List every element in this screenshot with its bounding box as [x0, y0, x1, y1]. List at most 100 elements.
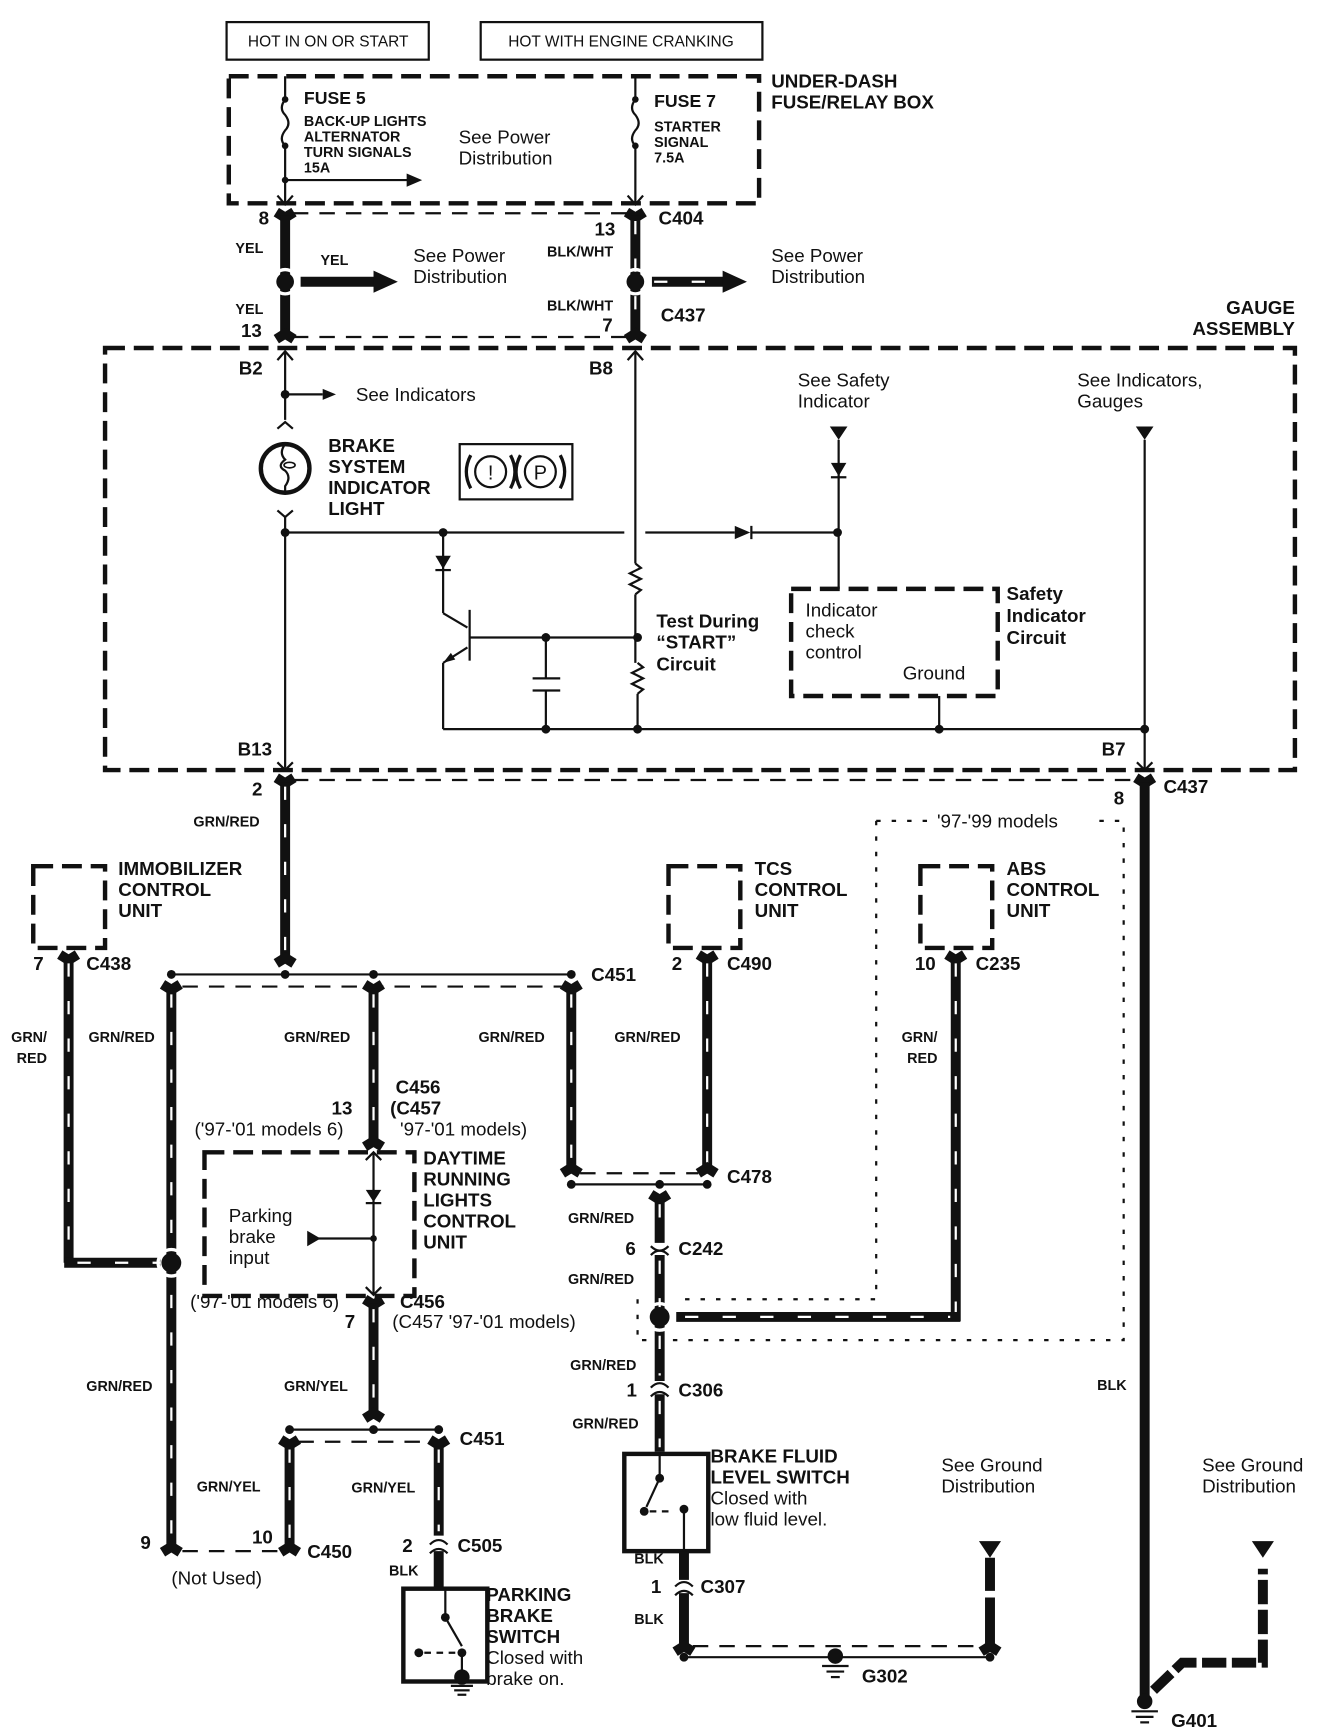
diagram-label: BLK/WHT [547, 244, 613, 260]
diagram-label: C235 [976, 953, 1021, 974]
diagram-label: UNIT [423, 1231, 467, 1252]
diagram-label: See Power [413, 245, 505, 266]
resistor-icon [627, 562, 644, 596]
yel-wire [271, 207, 398, 344]
diagram-label: BLK [1097, 1378, 1127, 1394]
diagram-label: RED [17, 1051, 47, 1067]
resistor-icon [629, 662, 646, 695]
diagram-label: B7 [1102, 739, 1126, 760]
arrow-icon [722, 270, 747, 293]
diagram-label: ASSEMBLY [1192, 318, 1295, 339]
diagram-label: TURN SIGNALS [304, 145, 412, 161]
diagram-label: P [534, 462, 547, 484]
diagram-label: 9 [140, 1532, 150, 1553]
diagram-label: '97-'99 models [937, 810, 1058, 831]
connector-arrow-icon [829, 426, 848, 440]
diagram-label: Indicator [798, 391, 870, 412]
diagram-label: CONTROL [1007, 879, 1100, 900]
diagram-label: CONTROL [118, 879, 211, 900]
diagram-label: “START” [656, 632, 736, 653]
diagram-label: (C457 [390, 1098, 441, 1119]
diagram-label: control [805, 641, 861, 662]
fuse-icon [630, 98, 640, 147]
diagram-label: LEVEL SWITCH [710, 1467, 849, 1488]
c478-splice: C478 [566, 1166, 772, 1189]
arrow-icon [373, 270, 398, 293]
arrow-icon [406, 173, 423, 187]
diagram-label: INDICATOR [328, 477, 431, 498]
diagram-label: GRN/RED [570, 1358, 636, 1374]
diagram-label: LIGHTS [423, 1189, 492, 1210]
diagram-label: BLK [389, 1563, 419, 1579]
diagram-label: UNIT [1007, 900, 1051, 921]
diagram-label: GRN/ [11, 1030, 47, 1046]
diagram-label: Ground [903, 662, 966, 683]
diagram-label: ABS [1007, 858, 1047, 879]
diagram-label: GAUGE [1226, 297, 1295, 318]
diagram-label: Distribution [1202, 1476, 1296, 1497]
parking-brake-switch: PARKING BRAKE SWITCH Closed with brake o… [401, 1584, 583, 1696]
diode-icon [830, 462, 847, 477]
diagram-label: FUSE 7 [654, 91, 716, 111]
diagram-label: BLK/WHT [547, 298, 613, 314]
diagram-label: Circuit [1007, 627, 1067, 648]
connector-arrow-icon [1251, 1541, 1274, 1558]
diagram-label: GRN/YEL [284, 1379, 348, 1395]
diagram-label: C437 [1163, 776, 1208, 797]
connector-arrow-icon [1135, 426, 1154, 440]
diagram-label: YEL [235, 302, 263, 318]
diagram-label: See Power [771, 245, 863, 266]
diagram-label: ('97-'01 models 6) [195, 1119, 344, 1140]
diagram-label: 10 [252, 1526, 273, 1547]
diagram-label: 13 [241, 320, 262, 341]
tcs-control-unit: TCS CONTROL UNIT 2 C490 GRN/RED [614, 858, 847, 1178]
diagram-label: GRN/ [902, 1030, 938, 1046]
diagram-label: ! [488, 462, 494, 484]
diagram-label: Closed with [486, 1647, 583, 1668]
diagram-label: 2 [252, 778, 262, 799]
diagram-label: RED [907, 1051, 937, 1067]
diagram-label: Distribution [413, 266, 507, 287]
diagram-label: low fluid level. [710, 1509, 827, 1530]
diagram-label: Distribution [771, 266, 865, 287]
diagram-label: 15A [304, 160, 330, 176]
ground-icon [822, 1664, 849, 1679]
arrow-icon [322, 388, 336, 400]
diagram-label: 7 [602, 314, 612, 335]
diagram-label: G401 [1171, 1710, 1217, 1729]
diagram-label: HOT WITH ENGINE CRANKING [508, 33, 734, 50]
diagram-label: C438 [86, 953, 131, 974]
under-dash-fuse-box: UNDER-DASH FUSE/RELAY BOX FUSE 5 BACK-UP… [226, 70, 934, 207]
diagram-label: C242 [678, 1238, 723, 1259]
diagram-label: Test During [656, 611, 759, 632]
input-arrow-icon [307, 1230, 321, 1247]
diagram-label: C450 [307, 1541, 352, 1562]
diagram-label: (C457 '97-'01 models) [392, 1311, 575, 1332]
diagram-label: GRN/RED [572, 1416, 638, 1432]
diagram-label: brake [229, 1226, 276, 1247]
diagram-label: check [805, 620, 855, 641]
diagram-label: SWITCH [486, 1626, 560, 1647]
diode-icon [365, 1189, 382, 1203]
diagram-label: UNIT [118, 900, 162, 921]
diagram-label: ALTERNATOR [304, 129, 401, 145]
diagram-label: C478 [727, 1166, 772, 1187]
diagram-label: Indicator [805, 599, 877, 620]
connector-arrow-icon [978, 1541, 1002, 1558]
blk-wht-wire [621, 207, 747, 344]
diagram-label: GRN/YEL [351, 1481, 415, 1497]
models-97-99-region: '97-'99 models [636, 810, 1125, 1342]
diagram-label: See Indicators, [1077, 370, 1202, 391]
diagram-label: Safety [1007, 583, 1064, 604]
diagram-label: GRN/RED [614, 1030, 680, 1046]
diagram-label: BRAKE FLUID [710, 1446, 837, 1467]
diagram-label: IMMOBILIZER [118, 858, 242, 879]
diagram-label: YEL [320, 253, 348, 269]
hot-on-start-label: HOT IN ON OR START [225, 20, 430, 61]
diagram-label: Circuit [656, 654, 716, 675]
fuse-5: FUSE 5 BACK-UP LIGHTS ALTERNATOR TURN SI… [276, 76, 427, 207]
abs-control-unit: ABS CONTROL UNIT 10 C235 GRN/ RED [676, 858, 1100, 1322]
diagram-label: BRAKE [328, 435, 395, 456]
diagram-label: FUSE 5 [304, 88, 366, 108]
